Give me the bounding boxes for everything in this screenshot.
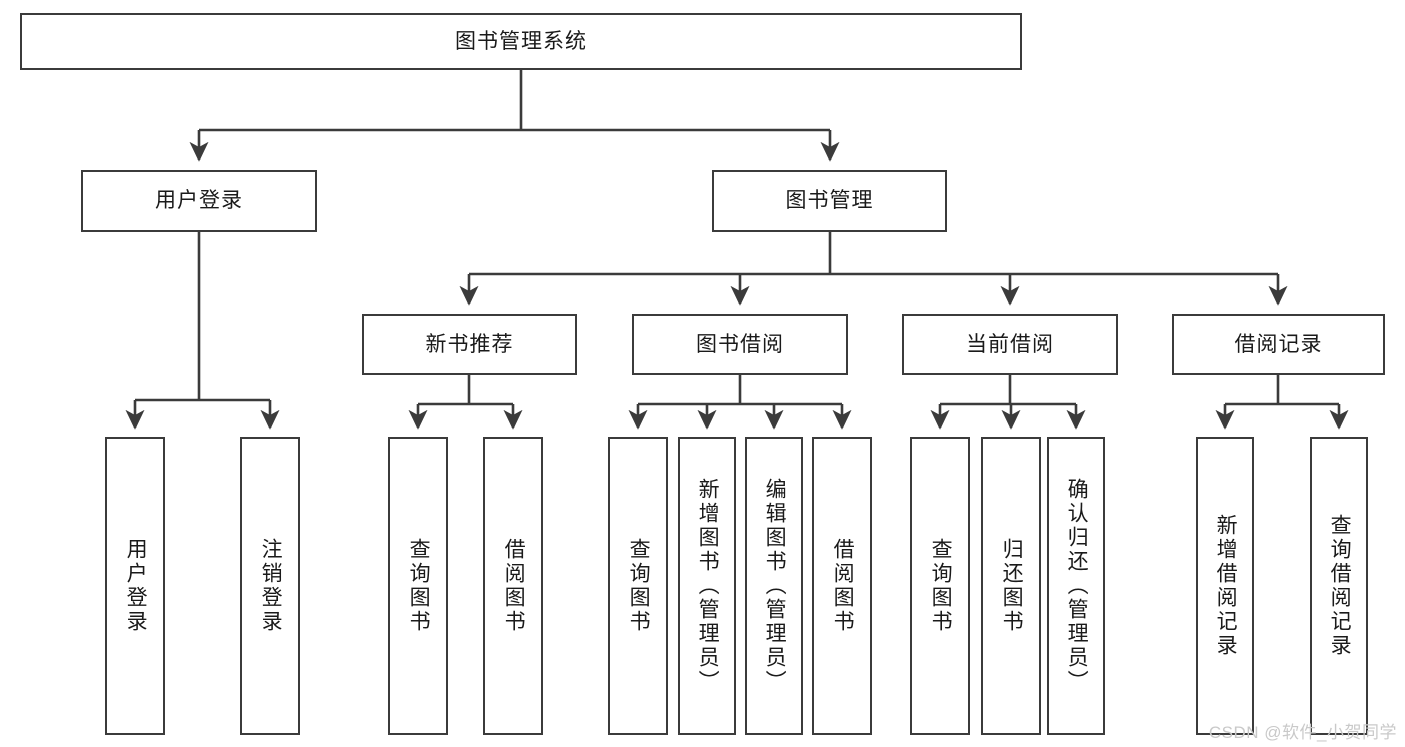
leaf-query-book-recommend[interactable]: 查询图书 (388, 437, 448, 735)
leaf-logout-login-label: 注销登录 (259, 538, 283, 634)
leaf-edit-book-admin[interactable]: 编辑图书（管理员） (745, 437, 803, 735)
node-current-borrow[interactable]: 当前借阅 (902, 314, 1118, 375)
node-root[interactable]: 图书管理系统 (20, 13, 1022, 70)
leaf-query-book-current-label: 查询图书 (929, 538, 953, 634)
node-user-login-label: 用户登录 (155, 189, 243, 213)
leaf-query-borrow-record-label: 查询借阅记录 (1328, 514, 1352, 658)
node-borrow-record[interactable]: 借阅记录 (1172, 314, 1385, 375)
leaf-return-book-label: 归还图书 (1000, 538, 1024, 634)
leaf-query-borrow-record[interactable]: 查询借阅记录 (1310, 437, 1368, 735)
leaf-add-borrow-record-label: 新增借阅记录 (1214, 514, 1238, 658)
node-book-management-label: 图书管理 (785, 189, 874, 213)
leaf-borrow-book-label: 借阅图书 (831, 538, 855, 634)
leaf-borrow-book-recommend[interactable]: 借阅图书 (483, 437, 543, 735)
node-book-management[interactable]: 图书管理 (712, 170, 947, 232)
leaf-return-book[interactable]: 归还图书 (981, 437, 1041, 735)
node-book-borrow-label: 图书借阅 (696, 332, 784, 356)
leaf-query-book-current[interactable]: 查询图书 (910, 437, 970, 735)
node-book-borrow[interactable]: 图书借阅 (632, 314, 848, 375)
leaf-query-book-recommend-label: 查询图书 (407, 538, 431, 634)
leaf-user-login[interactable]: 用户登录 (105, 437, 165, 735)
csdn-watermark: CSDN @软件_小贺同学 (1208, 723, 1397, 742)
leaf-confirm-return-admin[interactable]: 确认归还（管理员） (1047, 437, 1105, 735)
leaf-confirm-return-admin-label: 确认归还（管理员） (1065, 478, 1089, 694)
leaf-add-book-admin-label: 新增图书（管理员） (696, 478, 720, 694)
leaf-logout-login[interactable]: 注销登录 (240, 437, 300, 735)
node-current-borrow-label: 当前借阅 (966, 332, 1054, 356)
leaf-add-borrow-record[interactable]: 新增借阅记录 (1196, 437, 1254, 735)
leaf-add-book-admin[interactable]: 新增图书（管理员） (678, 437, 736, 735)
leaf-query-book-borrow-label: 查询图书 (627, 538, 651, 634)
leaf-borrow-book-recommend-label: 借阅图书 (502, 538, 526, 634)
node-user-login[interactable]: 用户登录 (81, 170, 317, 232)
node-new-book-recommend-label: 新书推荐 (425, 332, 514, 356)
leaf-borrow-book[interactable]: 借阅图书 (812, 437, 872, 735)
node-borrow-record-label: 借阅记录 (1234, 332, 1323, 356)
node-new-book-recommend[interactable]: 新书推荐 (362, 314, 577, 375)
leaf-edit-book-admin-label: 编辑图书（管理员） (763, 478, 787, 694)
leaf-query-book-borrow[interactable]: 查询图书 (608, 437, 668, 735)
leaf-user-login-label: 用户登录 (124, 538, 148, 634)
node-root-label: 图书管理系统 (455, 29, 587, 53)
